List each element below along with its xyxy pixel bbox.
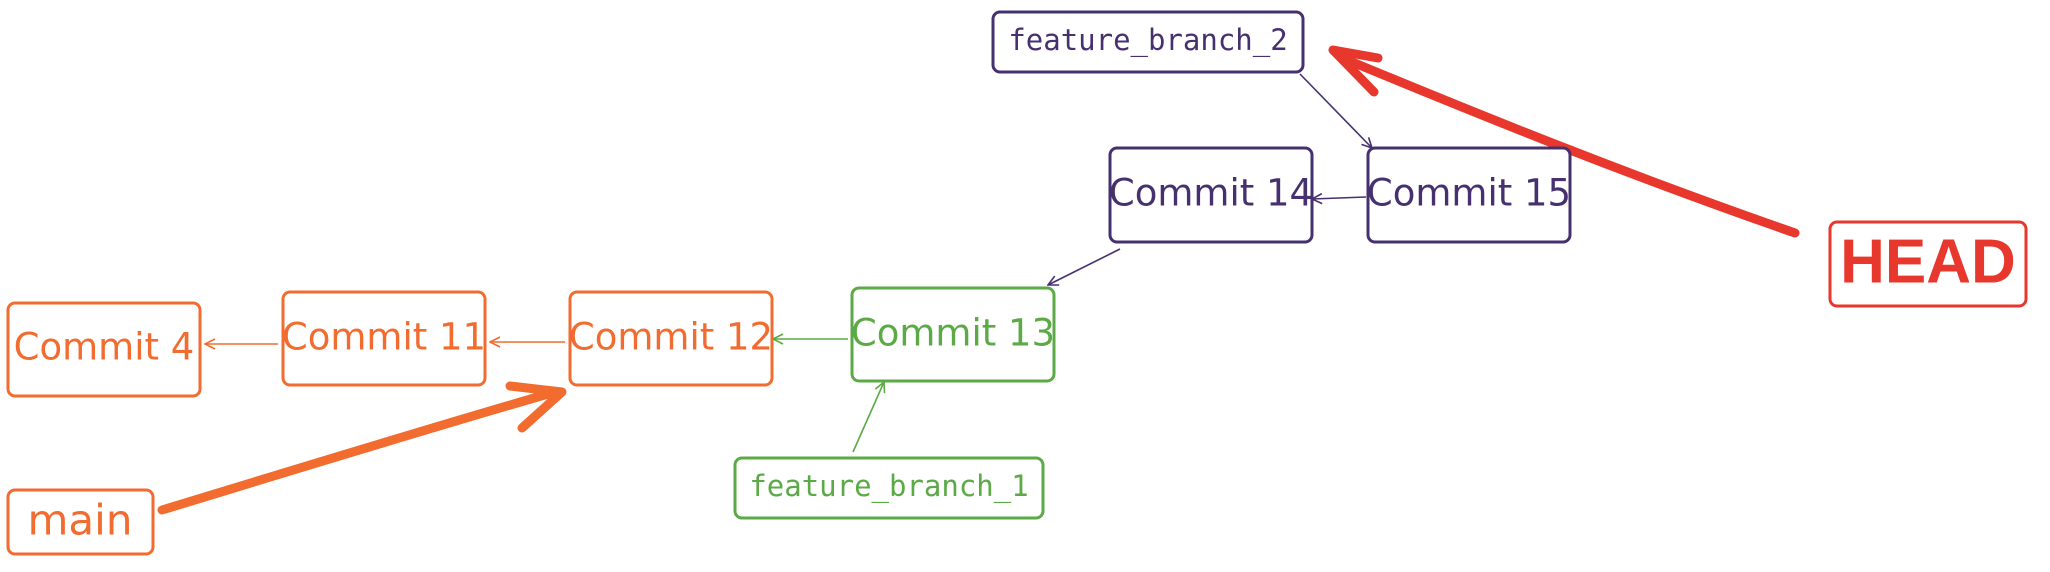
edge-c14-to-c13 xyxy=(1048,248,1121,285)
commit-label: Commit 4 xyxy=(14,326,195,369)
edge-c15-to-c14 xyxy=(1312,197,1367,199)
edge-feature-branch-2-to-c15 xyxy=(1299,73,1372,148)
commit-node-15: Commit 15 xyxy=(1366,146,1572,244)
commit-label: Commit 12 xyxy=(569,316,773,359)
branch-name: feature_branch_1 xyxy=(749,469,1028,504)
branch-label-feature-branch-1: feature_branch_1 xyxy=(733,456,1045,520)
commit-node-12: Commit 12 xyxy=(568,290,774,387)
main-pointer-arrow xyxy=(157,381,567,515)
commit-label: Commit 11 xyxy=(282,316,486,359)
commit-node-14: Commit 14 xyxy=(1108,146,1314,244)
commit-node-11: Commit 11 xyxy=(281,290,487,387)
branch-name: feature_branch_2 xyxy=(1008,23,1287,58)
commit-node-4: Commit 4 xyxy=(6,301,202,398)
head-label: HEAD xyxy=(1828,220,2028,308)
commit-label: Commit 13 xyxy=(851,312,1055,355)
commit-label: Commit 14 xyxy=(1109,172,1313,215)
edge-feature-branch-1-to-c13 xyxy=(852,382,884,453)
commit-node-13: Commit 13 xyxy=(850,286,1056,383)
branch-name: main xyxy=(28,496,133,545)
head-text: HEAD xyxy=(1840,227,2016,296)
branch-label-main: main xyxy=(6,488,155,556)
commit-label: Commit 15 xyxy=(1367,172,1571,215)
branch-label-feature-branch-2: feature_branch_2 xyxy=(991,10,1305,74)
head-pointer-arrow xyxy=(1328,45,1800,238)
